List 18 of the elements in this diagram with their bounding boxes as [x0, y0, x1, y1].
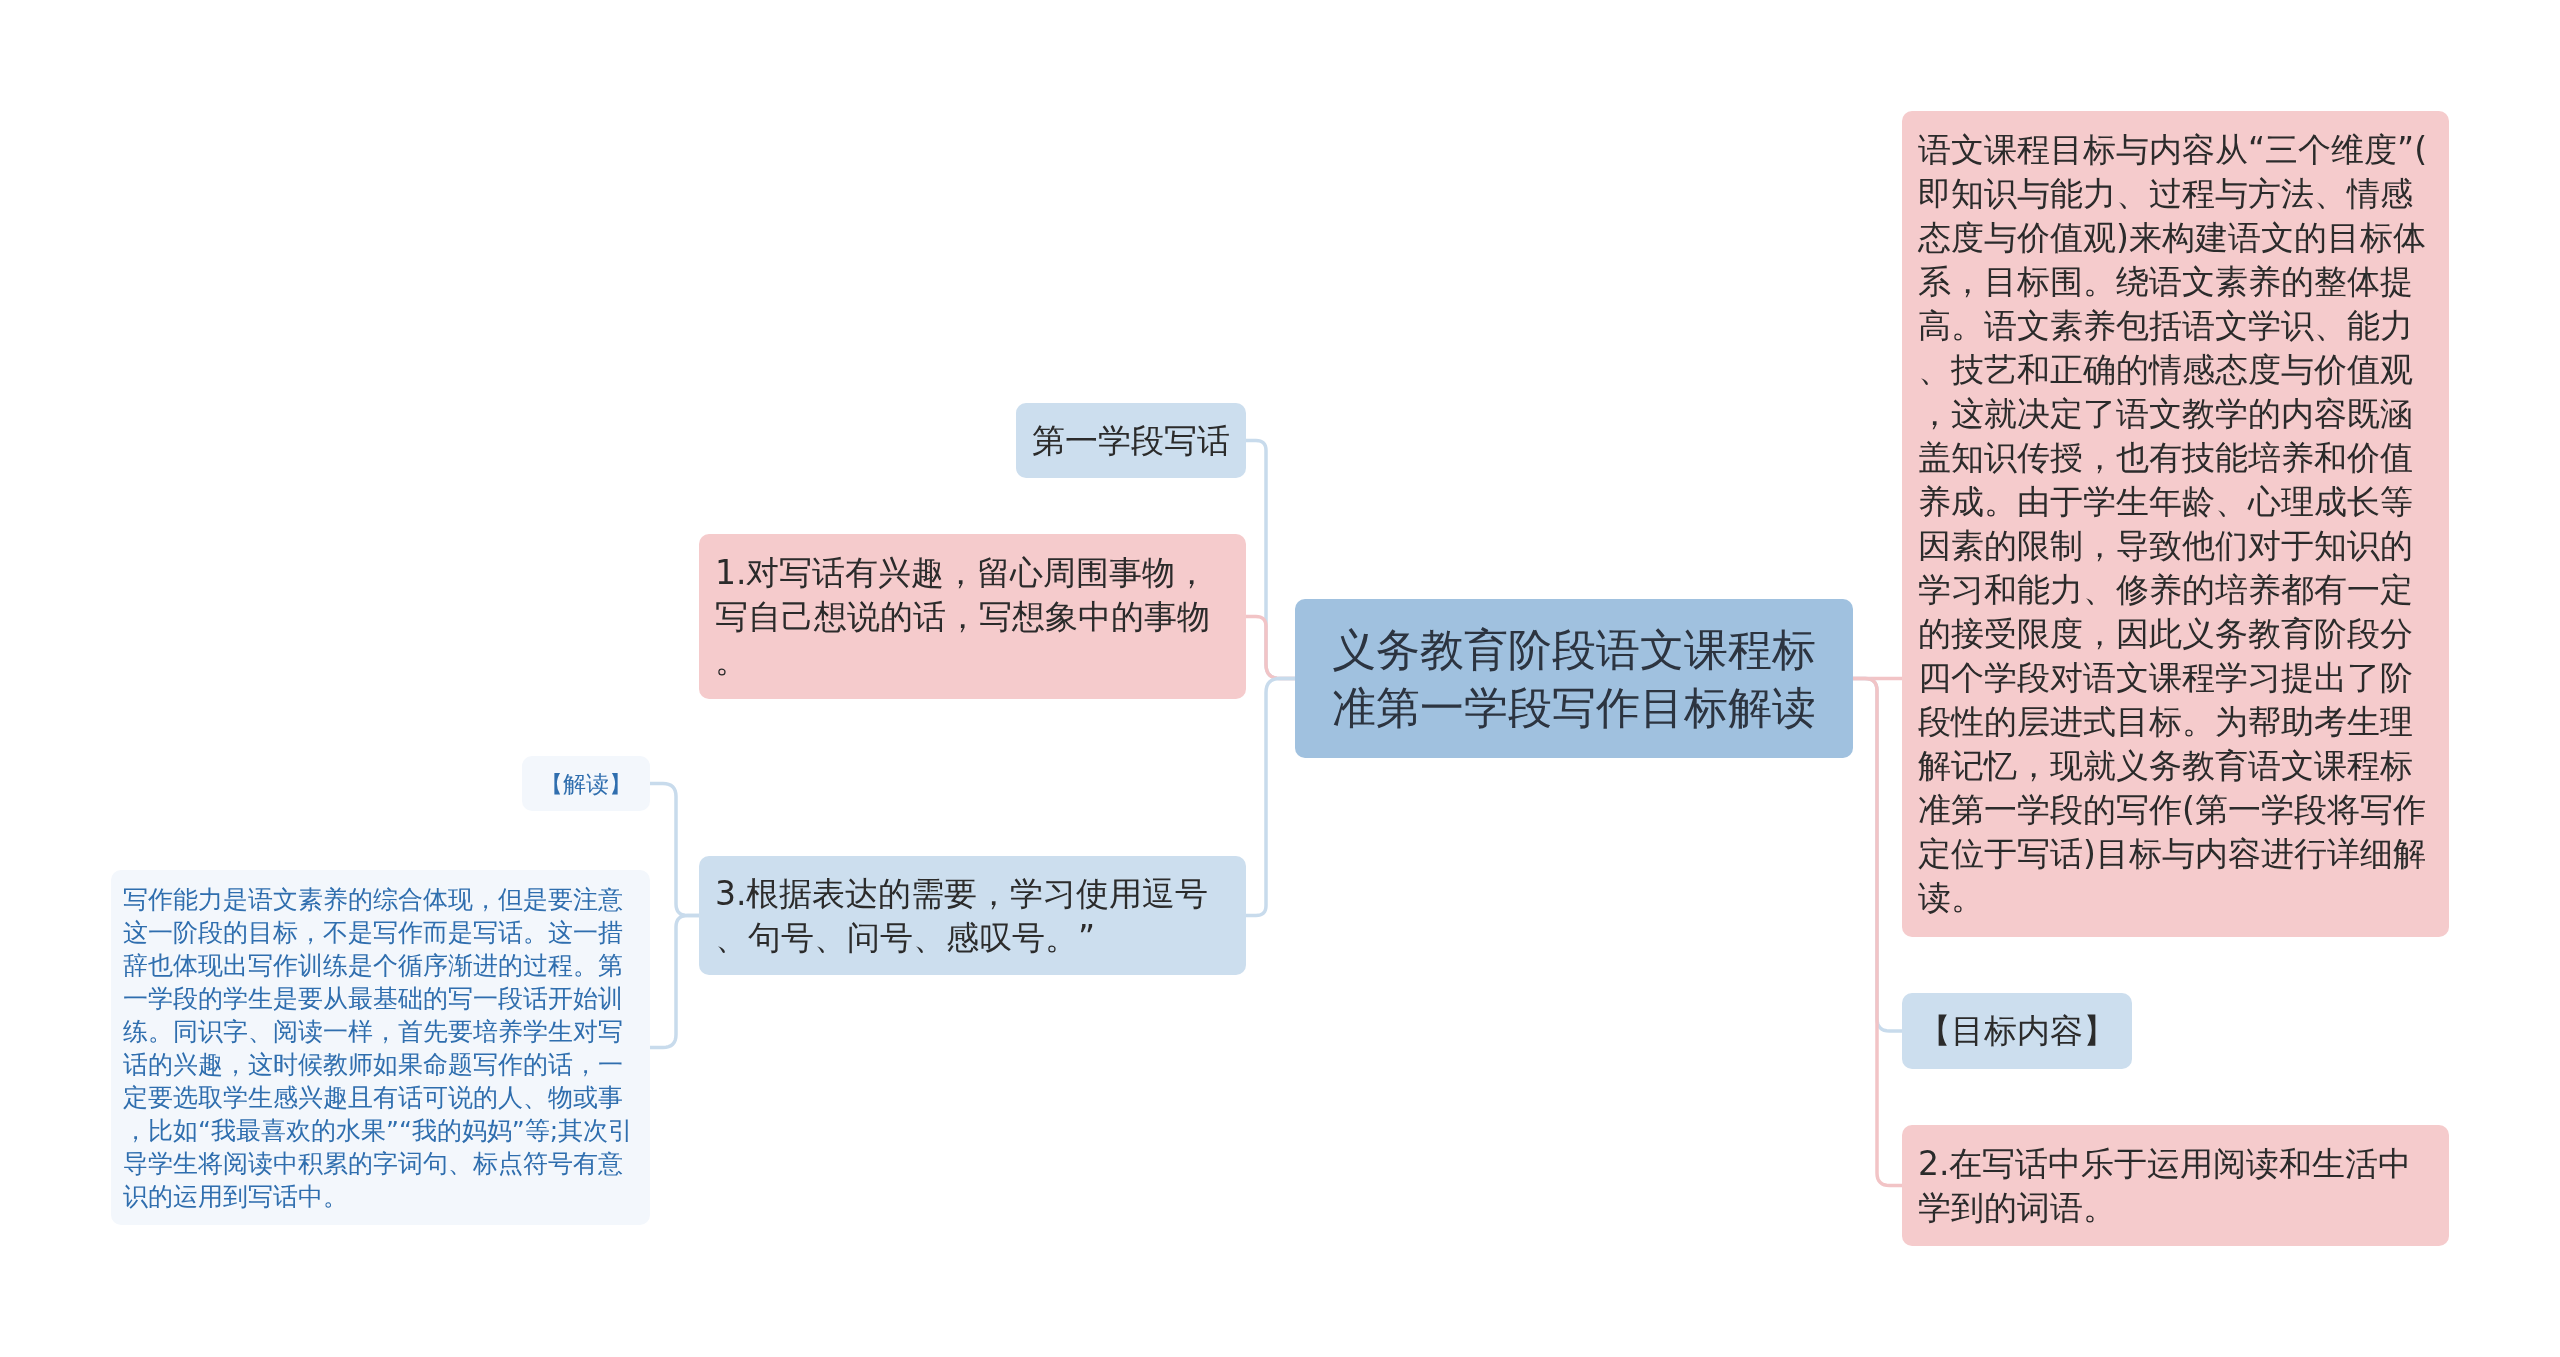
node-text: 3.根据表达的需要，学习使用逗号、句号、问号、感叹号。”: [715, 872, 1210, 959]
node-text: 2.在写话中乐于运用阅读和生活中学到的词语。: [1918, 1142, 2413, 1229]
central-topic-node: [1295, 599, 1853, 758]
topic-node: [1016, 403, 1246, 478]
topic-node: [1902, 993, 2132, 1069]
node-text: 【目标内容】: [1918, 1010, 2116, 1052]
topic-node: [699, 534, 1246, 699]
topic-node: [699, 856, 1246, 975]
topic-node: [1902, 1125, 2449, 1246]
node-text: 【解读】: [539, 769, 633, 799]
node-text: 写作能力是语文素养的综合体现，但是要注意这一阶段的目标，不是写作而是写话。这一措辞也体现出写作训练是个循序渐进的过程。第一学段的学生是要从最基础的写一段话开始训练。同识字、阅读一样，首先要培养学生对写话的兴趣，这时候教师如果命题写作的话，一定要选取学生感兴趣且有话可说的人、物或事，比如“我最喜欢的水果”“我的妈妈”等;其次引导学生将阅读中积累的字词句、标点符号有意识的运用到写话中。: [123, 883, 635, 1213]
connector-line: [650, 913, 699, 1050]
node-text: 义务教育阶段语文课程标准第一学段写作目标解读: [1331, 622, 1817, 735]
node-text: 1.对写话有兴趣，留心周围事物，写自己想说的话，写想象中的事物。: [715, 551, 1211, 682]
connector-line: [1246, 676, 1295, 918]
node-text: 语文课程目标与内容从“三个维度”(即知识与能力、过程与方法、情感态度与价值观)来构建语文的目标体系，目标围。绕语文素养的整体提高。语文素养包括语文学识、能力、技艺和正确的情感态度与价值观，这就决定了语文教学的内容既涵盖知识传授，也有技能培养和价值养成。由于学生年龄、心理成长等因素的限制，导致他们对于知识的学习和能力、修养的培养都有一定的接受限度，因此义务教育阶段分四个学段对语文课程学习提出了阶段性的层进式目标。为帮助考生理解记忆，现就义务教育语文课程标准第一学段的写作(第一学段将写作定位于写话)目标与内容进行详细解读。: [1918, 129, 2429, 919]
note-heading-node: [522, 756, 650, 811]
node-text: 第一学段写话: [1032, 419, 1230, 462]
